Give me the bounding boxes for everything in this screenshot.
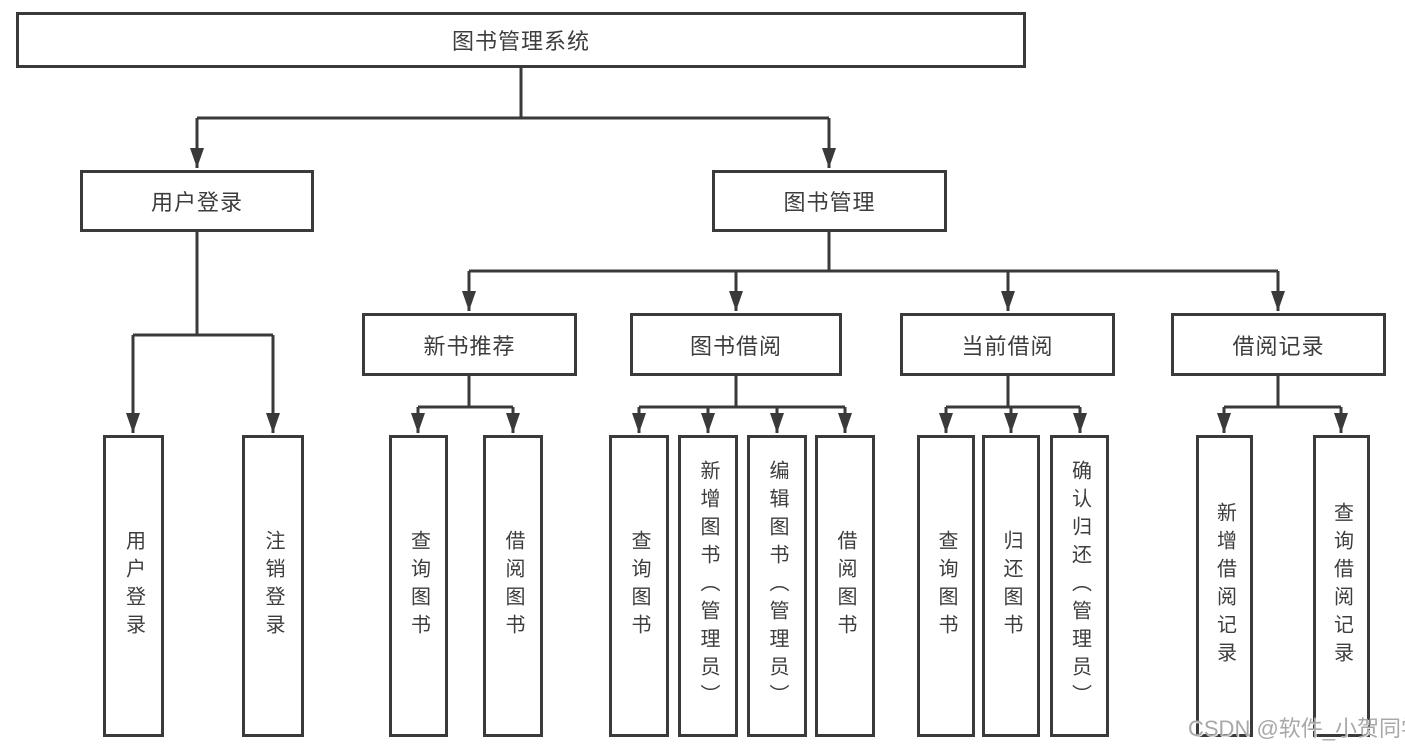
leaf-borrow-add-books-admin-label: 新增图书（管理员） — [697, 460, 719, 712]
leaf-records-query-record-label: 查询借阅记录 — [1330, 502, 1353, 670]
leaf-user-login-label: 用户登录 — [122, 530, 145, 642]
leaf-newbook-query-books-label: 查询图书 — [407, 530, 430, 642]
leaf-records-add-record: 新增借阅记录 — [1196, 435, 1253, 737]
leaf-current-return-books: 归还图书 — [982, 435, 1040, 737]
node-new-book-recommend: 新书推荐 — [362, 313, 577, 376]
node-library-system: 图书管理系统 — [16, 12, 1026, 68]
leaf-newbook-borrow-books: 借阅图书 — [483, 435, 543, 737]
watermark-csdn: CSDN @软件_小贺同学 — [1188, 716, 1405, 741]
node-book-management: 图书管理 — [712, 170, 947, 232]
leaf-borrow-query-books-label: 查询图书 — [628, 530, 650, 642]
node-user-login: 用户登录 — [80, 170, 314, 232]
node-borrowing-records-label: 借阅记录 — [1232, 333, 1325, 359]
node-book-borrowing: 图书借阅 — [630, 313, 842, 376]
node-book-management-label: 图书管理 — [783, 190, 876, 215]
node-borrowing-records: 借阅记录 — [1171, 313, 1386, 376]
leaf-borrow-borrow-books-label: 借阅图书 — [834, 530, 856, 642]
leaf-borrow-edit-books-admin-label: 编辑图书（管理员） — [766, 460, 788, 712]
node-book-borrowing-label: 图书借阅 — [689, 333, 782, 359]
leaf-current-confirm-return-admin-label: 确认归还（管理员） — [1068, 460, 1091, 712]
node-library-system-label: 图书管理系统 — [451, 29, 590, 54]
leaf-user-login: 用户登录 — [103, 435, 164, 737]
leaf-current-return-books-label: 归还图书 — [1000, 530, 1022, 642]
leaf-borrow-add-books-admin: 新增图书（管理员） — [678, 435, 738, 737]
leaf-logout-label: 注销登录 — [262, 530, 284, 642]
node-current-borrowing: 当前借阅 — [900, 313, 1115, 376]
leaf-current-query-books-label: 查询图书 — [935, 530, 957, 642]
leaf-borrow-edit-books-admin: 编辑图书（管理员） — [747, 435, 807, 737]
leaf-newbook-query-books: 查询图书 — [389, 435, 448, 737]
leaf-records-add-record-label: 新增借阅记录 — [1213, 502, 1236, 670]
leaf-borrow-borrow-books: 借阅图书 — [815, 435, 875, 737]
leaf-current-query-books: 查询图书 — [917, 435, 975, 737]
leaf-logout: 注销登录 — [242, 435, 304, 737]
node-current-borrowing-label: 当前借阅 — [961, 333, 1054, 359]
node-user-login-label: 用户登录 — [150, 190, 243, 215]
leaf-borrow-query-books: 查询图书 — [609, 435, 669, 737]
node-new-book-recommend-label: 新书推荐 — [423, 333, 516, 359]
leaf-newbook-borrow-books-label: 借阅图书 — [502, 530, 524, 642]
leaf-current-confirm-return-admin: 确认归还（管理员） — [1050, 435, 1109, 737]
leaf-records-query-record: 查询借阅记录 — [1313, 435, 1370, 737]
